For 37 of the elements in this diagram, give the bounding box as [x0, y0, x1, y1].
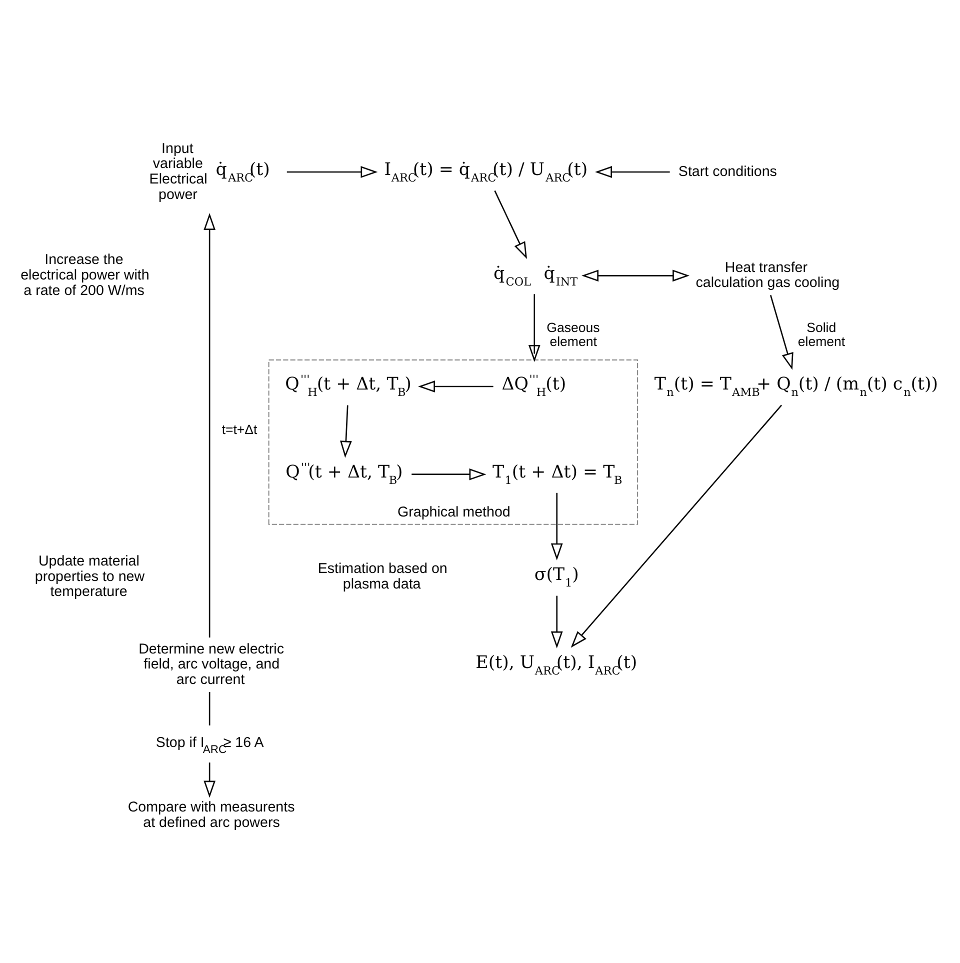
edge-label: Gaseous element — [546, 319, 600, 349]
arrow — [286, 166, 378, 178]
arrow — [770, 294, 794, 370]
node-text: ΔQ$^{'''}$$_{H}$(t) — [502, 372, 566, 399]
arrow — [570, 404, 782, 648]
arrow — [418, 380, 494, 392]
node-text: Determine new electric field, arc voltage, and arc current — [138, 640, 284, 688]
arrow — [550, 595, 563, 648]
arrow — [340, 404, 352, 458]
arrow — [204, 762, 216, 798]
arrow — [412, 468, 486, 480]
node-text: T$_{n}$(t) = T$_{AMB}$+ Q$_{n}$(t) / (m$_{n}$(t) c$_{n}$(t)) — [654, 374, 938, 399]
node-text: I$_{ARC}$(t) = q̇$_{ARC}$(t) / U$_{ARC}$(t) — [384, 160, 588, 184]
label: Update material properties to new temperature — [34, 552, 145, 600]
arrow — [550, 492, 563, 560]
node-text: Q$^{'''}$(t + Δt, T$_{B}$) — [286, 460, 403, 487]
node-text: q̇$_{ARC}$(t) — [216, 160, 270, 184]
node-text: Stop if I$_{ARC}$≥ 16 A — [156, 734, 264, 756]
node-text: q̇$_{COL}$ q̇$_{INT}$ — [494, 263, 578, 288]
node-text: E(t), U$_{ARC}$(t), I$_{ARC}$(t) — [476, 652, 638, 678]
label: Estimation based on plasma data — [318, 560, 448, 592]
arrow — [595, 166, 670, 178]
connector — [208, 691, 210, 725]
arrow — [528, 294, 540, 362]
node-text: σ(T$_{1}$) — [534, 564, 579, 590]
node-text: T$_{1}$(t + Δt) = T$_{B}$ — [492, 462, 622, 487]
node-text: Q$^{'''}$$_{H}$(t + Δt, T$_{B}$) — [285, 372, 412, 399]
arrow — [494, 190, 527, 258]
label: Increase the electrical power with a rate of 200 W/ms — [20, 252, 150, 298]
node-text: Heat transfer calculation gas cooling — [696, 259, 840, 291]
edge-label: t=t+Δt — [222, 421, 258, 436]
arrow — [204, 212, 216, 638]
node-text: Compare with measurents at defined arc powers — [128, 799, 295, 830]
node-text: Start conditions — [678, 163, 777, 180]
arrow — [582, 269, 690, 282]
node-label: Input variable Electrical power — [149, 140, 208, 202]
edge-label: Solid element — [798, 319, 846, 349]
